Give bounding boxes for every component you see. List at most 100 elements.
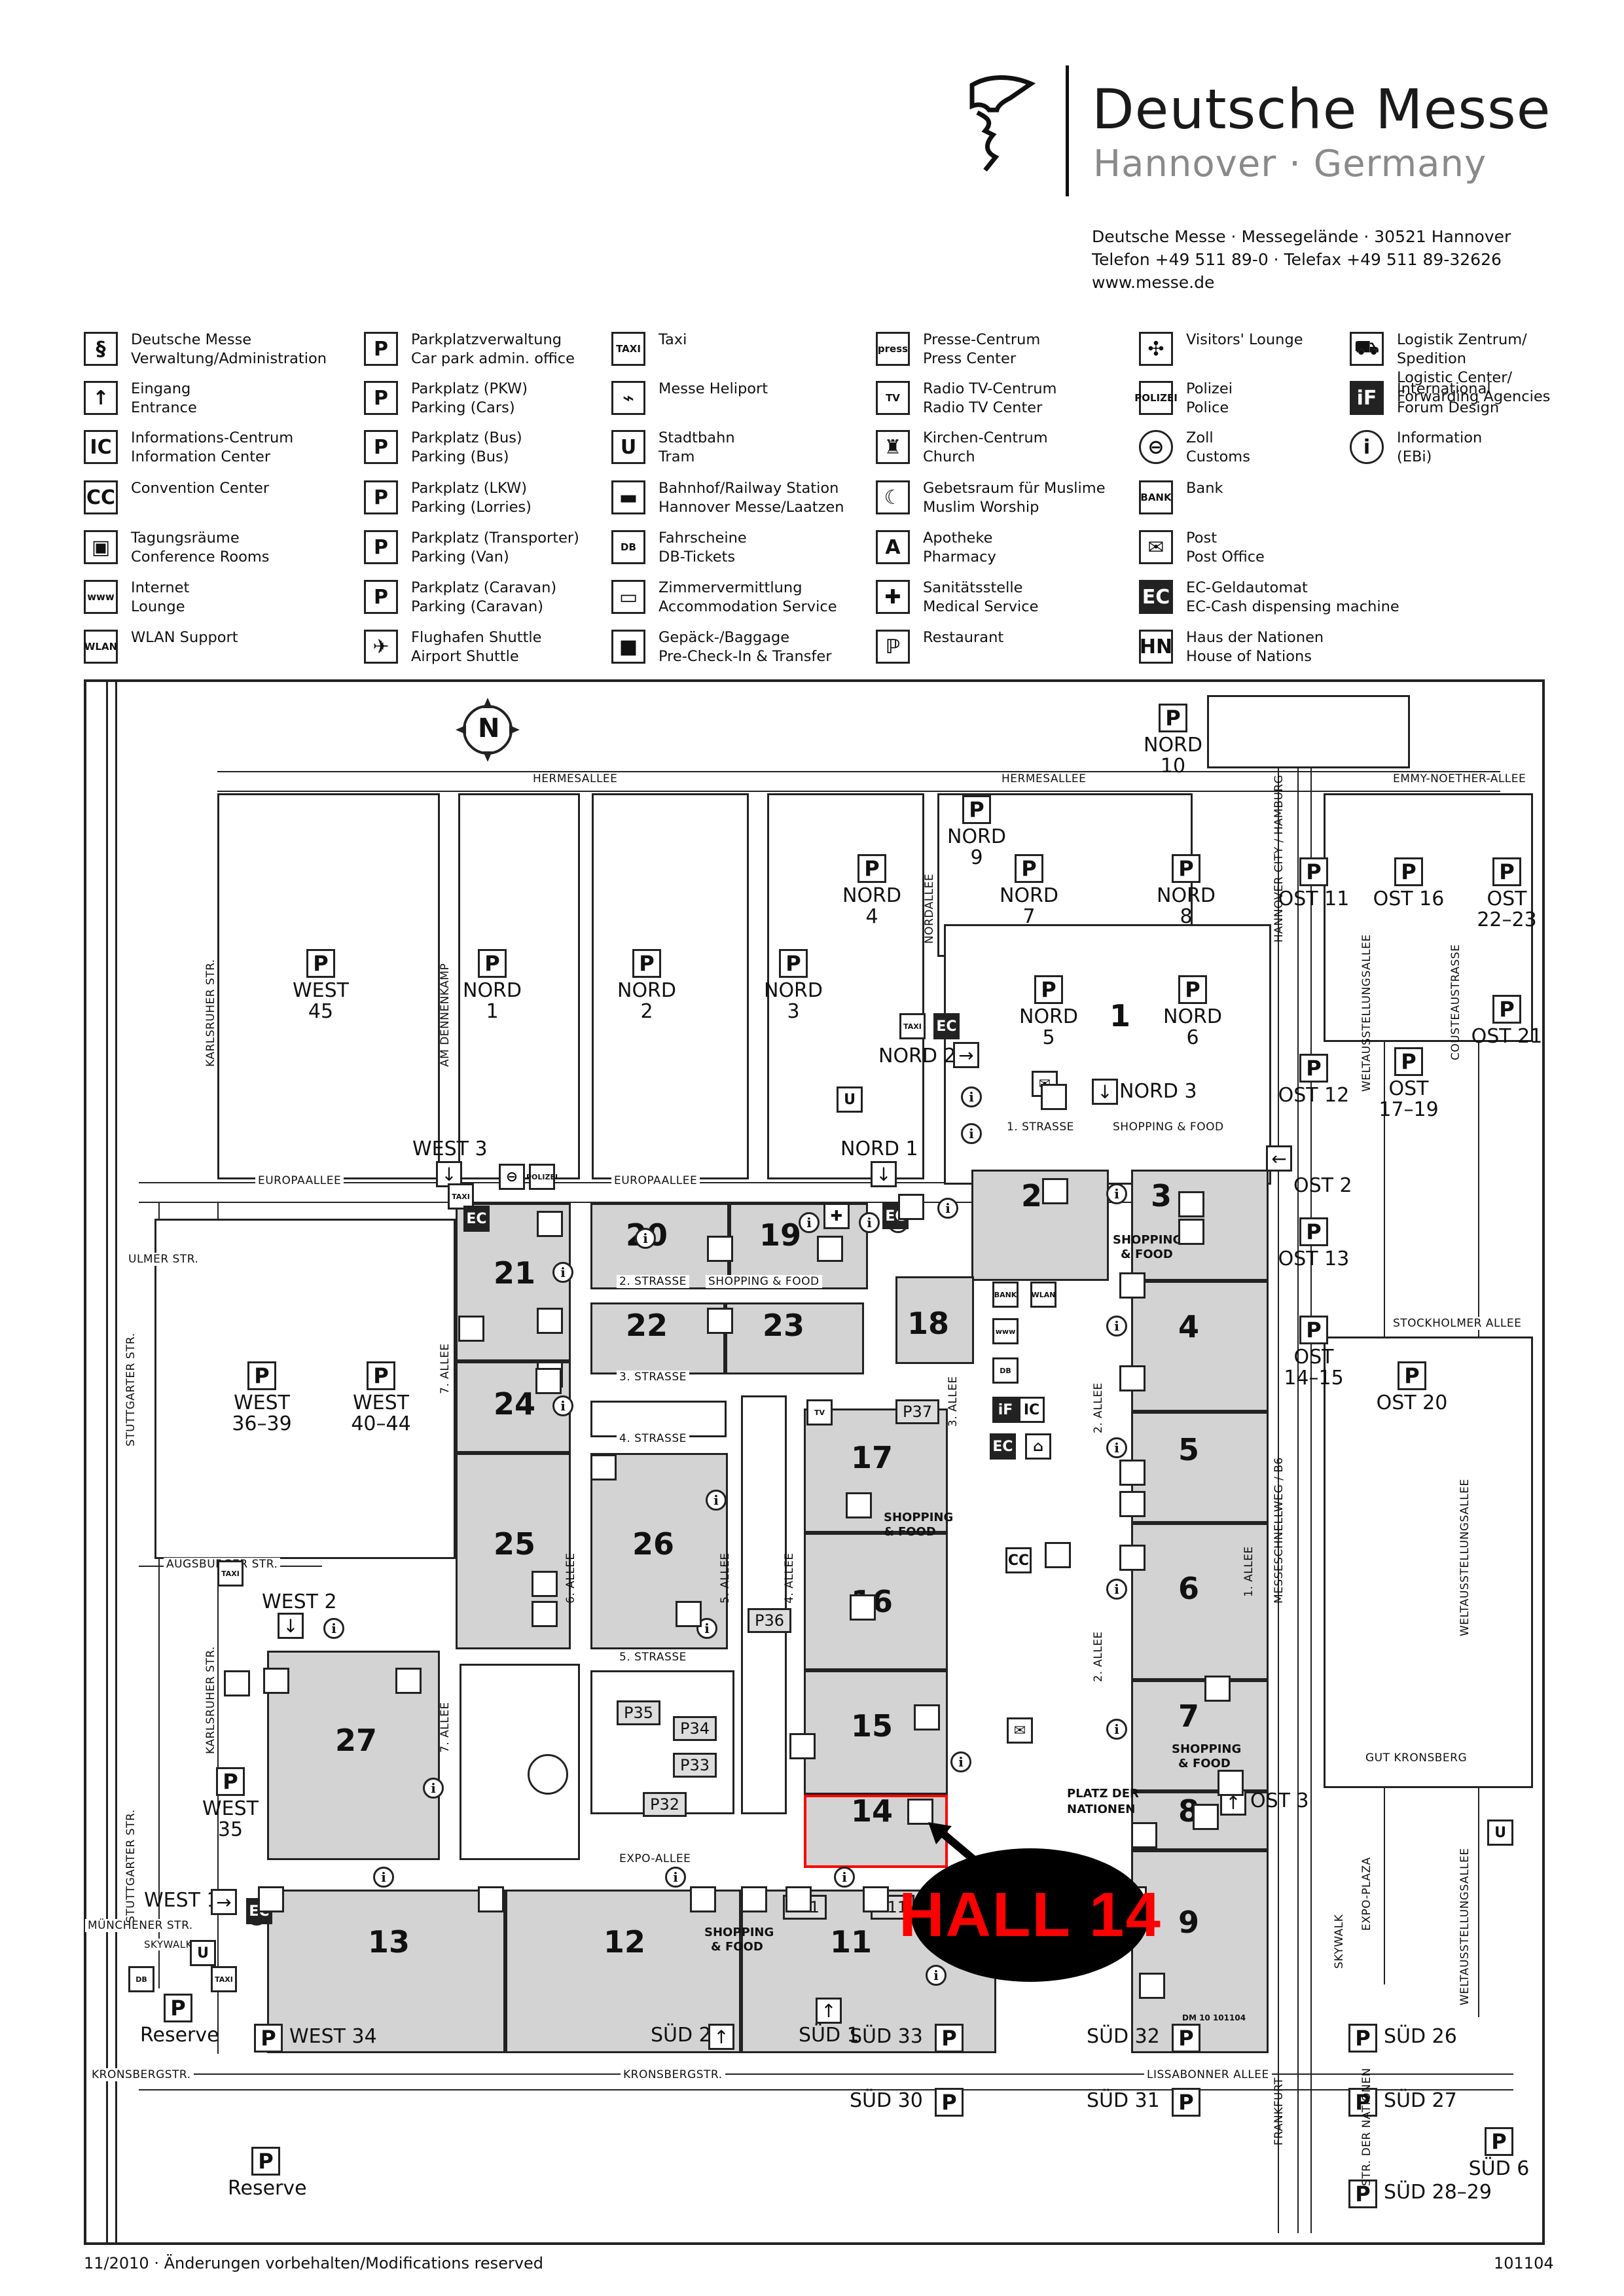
hall-18[interactable] bbox=[895, 1276, 974, 1364]
gate-arrow-icon: ↓ bbox=[1092, 1079, 1118, 1105]
hall-4[interactable] bbox=[1131, 1281, 1269, 1412]
parking-tag-p34: P34 bbox=[673, 1716, 717, 1741]
legend-label-de: Restaurant bbox=[923, 629, 1004, 646]
legend-label-en: Conference Rooms bbox=[131, 548, 270, 565]
hall-number-18: 18 bbox=[907, 1306, 950, 1341]
legend-label-de: Parkplatz (Caravan) bbox=[411, 579, 557, 596]
street-emmy: EMMY-NOETHER-ALLEE bbox=[1390, 772, 1529, 785]
gate-nord2: NORD 2 bbox=[878, 1045, 956, 1067]
legend-label-en: Lounge bbox=[131, 598, 185, 615]
forum-design-icon: iF bbox=[992, 1397, 1019, 1423]
fairground-map bbox=[84, 679, 1545, 2245]
street-allee4: 4. ALLEE bbox=[783, 1552, 796, 1604]
legend-label-en: Customs bbox=[1186, 448, 1250, 465]
gate-arrow-icon: ↑ bbox=[816, 1998, 842, 2024]
map-label-platz: NATIONEN bbox=[1067, 1803, 1136, 1816]
hall-6[interactable] bbox=[1131, 1523, 1269, 1680]
map-label-shopping: SHOPPING bbox=[1113, 1233, 1183, 1247]
parking-block-nord10 bbox=[1207, 695, 1410, 768]
street-allee2: 2. ALLEE bbox=[1092, 1382, 1105, 1433]
restaurant-icon bbox=[1119, 1545, 1146, 1571]
parking-label: NORD 3 bbox=[764, 979, 823, 1023]
bank-icon: BANK bbox=[992, 1282, 1019, 1308]
hall-26[interactable] bbox=[590, 1453, 728, 1649]
hall-15[interactable] bbox=[804, 1670, 948, 1795]
parking-icon: P bbox=[1348, 2088, 1377, 2117]
parking-icon: P bbox=[935, 2024, 964, 2053]
church-icon: ♜ bbox=[876, 430, 910, 464]
legend-label-de: Bank bbox=[1186, 480, 1223, 497]
hall-7[interactable] bbox=[1131, 1680, 1269, 1791]
parking-label: SÜD 26 bbox=[1384, 2025, 1457, 2048]
hall-12[interactable] bbox=[505, 1890, 741, 2053]
restaurant-icon bbox=[224, 1670, 250, 1696]
legend-label-de: Convention Center bbox=[131, 480, 270, 497]
taxi-icon: TAXI bbox=[211, 1966, 237, 1992]
block-3-strasse bbox=[590, 1401, 727, 1437]
restaurant-icon bbox=[590, 1454, 617, 1480]
legend-label-en: Church bbox=[923, 448, 975, 465]
restaurant-icon bbox=[817, 1236, 843, 1262]
map-label-shopping: SHOPPING bbox=[1172, 1742, 1242, 1756]
address-line: Deutsche Messe · Messegelände · 30521 Ha… bbox=[1092, 227, 1511, 246]
restaurant-icon bbox=[690, 1886, 716, 1912]
restaurant-icon bbox=[1178, 1219, 1204, 1245]
gate-arrow-icon: ↓ bbox=[871, 1161, 897, 1187]
website-line[interactable]: www.messe.de bbox=[1092, 273, 1215, 292]
parking-label: NORD 7 bbox=[1000, 884, 1058, 928]
restaurant-icon bbox=[1193, 1804, 1219, 1830]
map-label-food: & FOOD bbox=[884, 1525, 936, 1539]
hall-23[interactable] bbox=[725, 1302, 864, 1374]
street-strasse2: 2. STRASSE bbox=[617, 1275, 689, 1288]
house-of-nations-icon: HN bbox=[1139, 630, 1173, 664]
hall-2[interactable] bbox=[971, 1170, 1109, 1281]
information-icon: i bbox=[373, 1867, 394, 1888]
legend-label-de: International bbox=[1397, 380, 1491, 397]
restaurant-icon bbox=[532, 1601, 558, 1627]
parking-icon: P bbox=[1492, 995, 1521, 1024]
gate-arrow-icon: ↓ bbox=[278, 1613, 304, 1639]
hall-13[interactable] bbox=[267, 1890, 505, 2053]
hall-16[interactable] bbox=[804, 1533, 948, 1670]
legend-label-de: Internet bbox=[131, 579, 190, 596]
parking-icon: P bbox=[1015, 854, 1043, 883]
restaurant-icon bbox=[537, 1308, 563, 1334]
legend-label-de: Post bbox=[1186, 529, 1218, 547]
www-icon: www bbox=[84, 580, 118, 614]
parking-block-nord3 bbox=[767, 793, 924, 1179]
europaallee-road bbox=[139, 1182, 1265, 1183]
legend-label-en: DB-Tickets bbox=[659, 548, 736, 565]
hall-9[interactable] bbox=[1131, 1850, 1269, 2053]
legend-label-de: Messe Heliport bbox=[659, 380, 768, 397]
parking-icon: P bbox=[254, 2024, 283, 2053]
europaallee-road bbox=[139, 1202, 1265, 1203]
street-str-der-nationen: STR. DER NATIONEN bbox=[1360, 2068, 1373, 2186]
parking-tag-p33: P33 bbox=[673, 1753, 717, 1778]
police-icon: POLIZEI bbox=[1134, 381, 1178, 415]
information-icon: i bbox=[696, 1618, 717, 1639]
parking-label: NORD 1 bbox=[463, 979, 522, 1023]
information-icon: i bbox=[937, 1198, 958, 1219]
information-icon: i bbox=[323, 1618, 344, 1639]
legend-label-de: Polizei bbox=[1186, 380, 1233, 397]
legend-label-de: Parkplatz (Bus) bbox=[411, 429, 522, 446]
legend-label-de: Parkplatzverwaltung bbox=[411, 331, 562, 348]
hall-17[interactable] bbox=[804, 1408, 948, 1533]
hall-22[interactable] bbox=[590, 1302, 725, 1374]
restaurant-icon bbox=[478, 1886, 504, 1912]
street-hermesallee-e: HERMESALLEE bbox=[999, 772, 1089, 785]
hall-5[interactable] bbox=[1131, 1412, 1269, 1523]
legend-label-en: Entrance bbox=[131, 399, 197, 416]
ic-icon: IC bbox=[84, 430, 118, 464]
legend-label-en: (EBi) bbox=[1397, 448, 1432, 465]
legend-label-en: House of Nations bbox=[1186, 648, 1312, 665]
street-stuttgarter-n: STUTTGARTER STR. bbox=[124, 1333, 137, 1446]
street-skywalk: SKYWALK bbox=[141, 1939, 195, 1950]
messeschnellweg-road bbox=[1278, 728, 1279, 2233]
parking-label: OST 12 bbox=[1278, 1084, 1350, 1107]
